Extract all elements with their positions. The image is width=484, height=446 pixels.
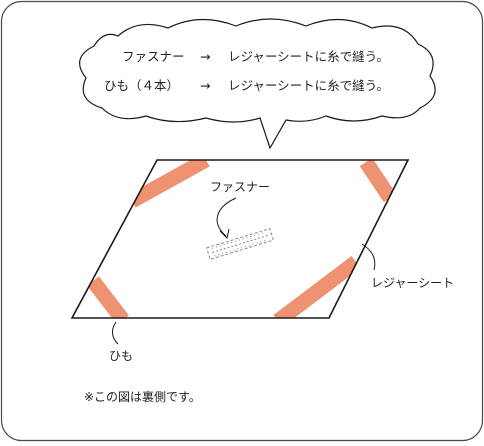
zipper-outline [206, 227, 274, 261]
back-side-note: ※この図は裏側です。 [84, 389, 201, 404]
zipper-teeth-top [211, 231, 266, 249]
bubble-line1-left: ファスナー [122, 49, 185, 64]
bubble-outline [79, 18, 436, 150]
zipper-arrowhead-icon [219, 228, 230, 239]
sheet-label: レジャーシート [371, 276, 454, 290]
zipper-teeth-center [212, 235, 268, 253]
string-callout: ひも [109, 321, 133, 363]
string-label: ひも [109, 349, 133, 363]
string-bottom-right [273, 256, 361, 318]
zipper-label: ファスナー [210, 180, 270, 194]
bubble-line2-right: レジャーシートに糸で縫う。 [228, 78, 389, 93]
string-bottom-left [87, 276, 129, 318]
bubble-line1-right: レジャーシートに糸で縫う。 [228, 49, 389, 64]
leisure-sheet [70, 159, 410, 319]
zipper-illustration: ファスナー [206, 180, 274, 261]
sheet-pointer-line [361, 243, 376, 271]
strings-group [87, 160, 397, 318]
string-top-left [128, 160, 210, 208]
bubble-line1-arrow: → [200, 49, 210, 64]
string-pointer-line [112, 321, 119, 345]
zipper-pointer-line [216, 197, 237, 237]
bubble-line2-left: ひも（４本） [104, 78, 179, 93]
bubble-line2-arrow: → [200, 78, 210, 93]
sheet-outline [70, 159, 410, 319]
speech-bubble: ファスナー → レジャーシートに糸で縫う。 ひも（４本） → レジャーシートに糸… [79, 18, 436, 150]
sheet-callout: レジャーシート [361, 243, 454, 290]
string-top-right [359, 160, 397, 203]
